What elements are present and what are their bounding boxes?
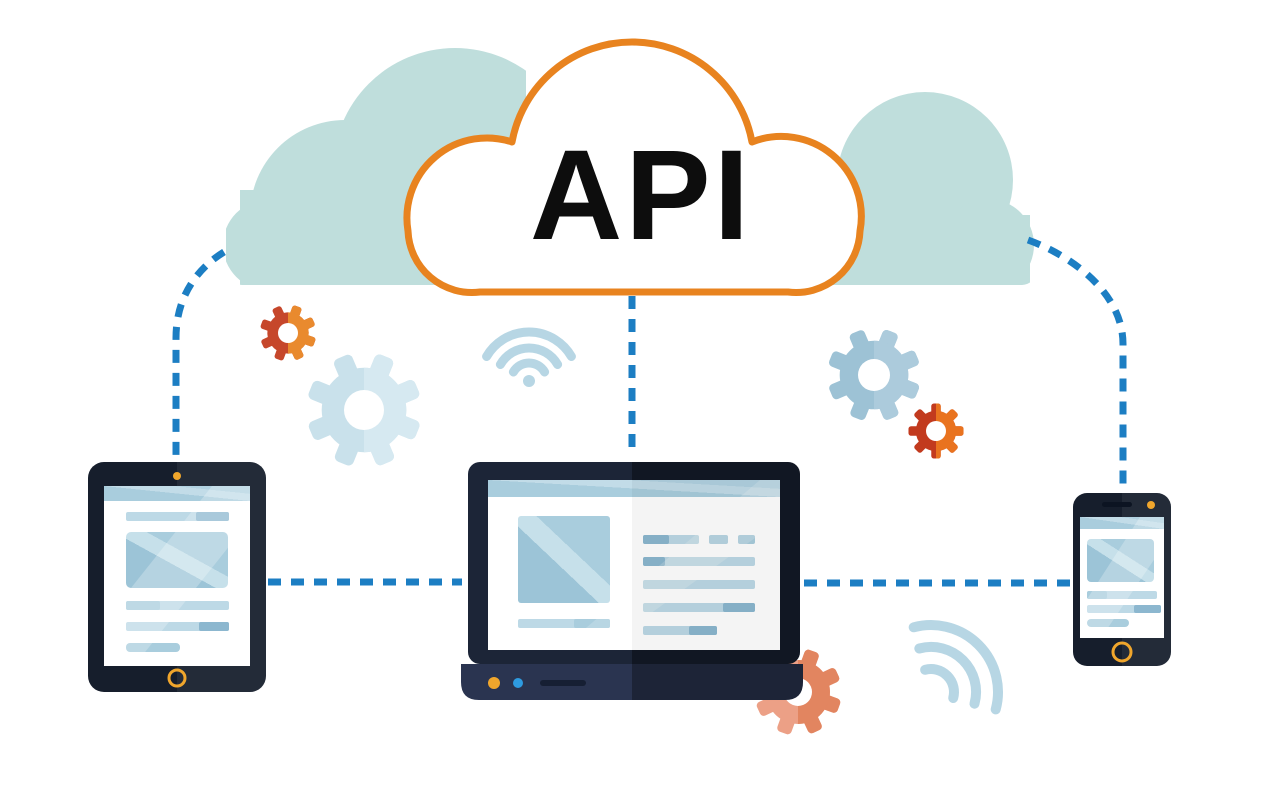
laptop-status-dot-blue xyxy=(513,678,523,688)
tablet-home-button xyxy=(167,668,187,688)
laptop-nav-item xyxy=(738,535,755,544)
phone-device xyxy=(1073,493,1171,666)
tablet-text-line-accent xyxy=(199,622,229,631)
connector-cloud-phone xyxy=(1026,236,1127,489)
background-cloud-left xyxy=(226,48,526,285)
laptop-device xyxy=(461,462,803,700)
laptop-nav-item xyxy=(709,535,728,544)
wifi-icon-top xyxy=(482,327,576,387)
phone-speaker-slot xyxy=(1102,502,1132,507)
laptop-text-line-accent xyxy=(723,603,755,612)
laptop-text-line-accent xyxy=(689,626,717,635)
laptop-power-dot-orange xyxy=(488,677,500,689)
tablet-text-line-accent xyxy=(196,512,229,521)
api-cloud: API xyxy=(403,38,865,296)
tablet-screen-shine xyxy=(104,486,250,666)
phone-text-line-accent xyxy=(1134,605,1161,613)
laptop-text-line xyxy=(643,580,755,589)
api-cloud-outline xyxy=(403,38,865,296)
tablet-text-line-short xyxy=(126,643,180,652)
laptop-text-line-accent xyxy=(574,619,610,628)
tablet-text-line-accent xyxy=(126,601,160,610)
tablet-screen-header xyxy=(104,486,250,501)
laptop-base xyxy=(461,664,803,700)
phone-screen-shine xyxy=(1080,517,1164,638)
phone-text-line-short xyxy=(1087,619,1129,627)
connector-cloud-tablet xyxy=(172,249,226,458)
laptop-text-line-accent xyxy=(643,557,665,566)
phone-text-line-accent xyxy=(1087,591,1107,599)
api-label: API xyxy=(530,124,752,267)
laptop-screen-header xyxy=(488,480,780,497)
laptop-text-line xyxy=(643,557,755,566)
laptop-base-shade xyxy=(632,664,803,700)
gear-icon-large-left xyxy=(289,335,439,485)
phone-image-block xyxy=(1087,539,1154,582)
wifi-icon-bottom-right xyxy=(908,620,1003,715)
laptop-screen-shine xyxy=(560,480,780,650)
wifi-dot xyxy=(523,375,535,387)
laptop-image-block xyxy=(518,516,610,603)
phone-home-button xyxy=(1111,641,1133,663)
laptop-speaker-slot xyxy=(540,680,586,686)
gear-icon-large-right xyxy=(813,314,935,436)
laptop-nav-item-accent xyxy=(643,535,669,544)
tablet-image-block xyxy=(126,532,228,588)
phone-camera-dot xyxy=(1147,501,1155,509)
tablet-device xyxy=(88,462,266,692)
tablet-camera-dot xyxy=(173,472,181,480)
gear-icon-small-right xyxy=(908,403,964,459)
phone-screen-header xyxy=(1080,517,1164,529)
gear-icon-small-left xyxy=(251,296,325,370)
laptop-screen-shade xyxy=(632,480,780,650)
